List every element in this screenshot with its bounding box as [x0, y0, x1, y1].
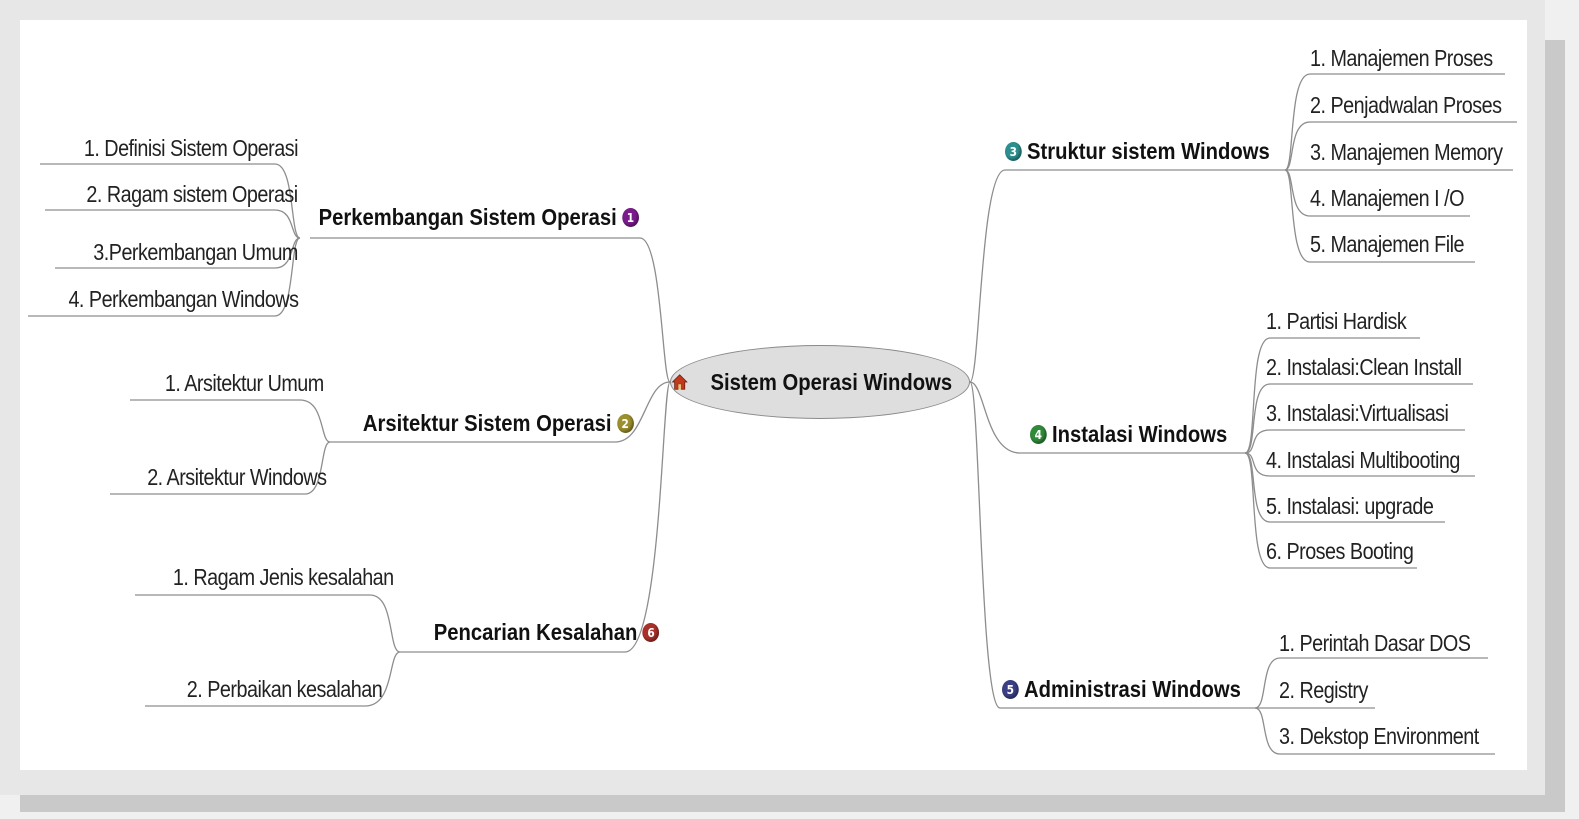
mind-map-canvas: Sistem Operasi Windows Perkembangan Sist… — [20, 20, 1527, 770]
connector-lines — [28, 73, 1517, 755]
number-6-icon: 6 — [642, 623, 659, 642]
branch-label: Perkembangan Sistem Operasi — [318, 204, 617, 230]
number-5-icon: 5 — [1002, 680, 1019, 699]
number-4-icon: 4 — [1030, 425, 1047, 444]
topic-perintah-dasar-dos: 1. Perintah Dasar DOS — [1279, 630, 1471, 656]
topic-perbaikan-kesalahan: 2. Perbaikan kesalahan — [186, 676, 383, 702]
branch-instalasi: 4 Instalasi Windows — [1030, 423, 1227, 446]
branch-administrasi: 5 Administrasi Windows — [1002, 678, 1241, 701]
topic-perkembangan-windows: 4. Perkembangan Windows — [67, 286, 299, 312]
topic-manajemen-io: 4. Manajemen I /O — [1310, 185, 1464, 211]
central-topic-label: Sistem Operasi Windows — [710, 368, 953, 395]
topic-definisi: 1. Definisi Sistem Operasi — [83, 135, 299, 161]
topic-penjadwalan-proses: 2. Penjadwalan Proses — [1310, 92, 1502, 118]
branch-label: Administrasi Windows — [1024, 676, 1241, 702]
topic-arsitektur-umum: 1. Arsitektur Umum — [165, 370, 324, 396]
topic-arsitektur-windows: 2. Arsitektur Windows — [147, 464, 328, 490]
branch-struktur: 3 Struktur sistem Windows — [1005, 140, 1270, 163]
topic-virtualisasi: 3. Instalasi:Virtualisasi — [1266, 400, 1449, 426]
topic-upgrade: 5. Instalasi: upgrade — [1266, 493, 1434, 519]
central-topic: Sistem Operasi Windows — [670, 345, 970, 419]
topic-ragam: 2. Ragam sistem Operasi — [86, 181, 299, 207]
number-2-icon: 2 — [617, 414, 634, 433]
topic-ragam-kesalahan: 1. Ragam Jenis kesalahan — [173, 564, 394, 590]
topic-manajemen-file: 5. Manajemen File — [1310, 231, 1464, 257]
topic-manajemen-proses: 1. Manajemen Proses — [1310, 45, 1493, 71]
number-1-icon: 1 — [622, 208, 639, 227]
topic-partisi-hardisk: 1. Partisi Hardisk — [1266, 308, 1407, 334]
topic-perkembangan-umum: 3.Perkembangan Umum — [93, 239, 298, 265]
topic-multibooting: 4. Instalasi Multibooting — [1266, 447, 1460, 473]
topic-dekstop-environment: 3. Dekstop Environment — [1279, 723, 1479, 749]
topic-manajemen-memory: 3. Manajemen Memory — [1310, 139, 1503, 165]
branch-label: Struktur sistem Windows — [1027, 138, 1270, 164]
branch-pencarian: Pencarian Kesalahan 6 — [433, 621, 659, 644]
number-3-icon: 3 — [1005, 142, 1022, 161]
topic-clean-install: 2. Instalasi:Clean Install — [1266, 354, 1462, 380]
branch-label: Arsitektur Sistem Operasi — [363, 410, 612, 436]
topic-proses-booting: 6. Proses Booting — [1266, 538, 1414, 564]
branch-arsitektur: Arsitektur Sistem Operasi 2 — [363, 412, 634, 435]
home-icon — [671, 374, 688, 390]
branch-perkembangan: Perkembangan Sistem Operasi 1 — [319, 206, 639, 229]
topic-registry: 2. Registry — [1279, 677, 1368, 703]
branch-label: Pencarian Kesalahan — [433, 619, 637, 645]
branch-label: Instalasi Windows — [1052, 421, 1228, 447]
